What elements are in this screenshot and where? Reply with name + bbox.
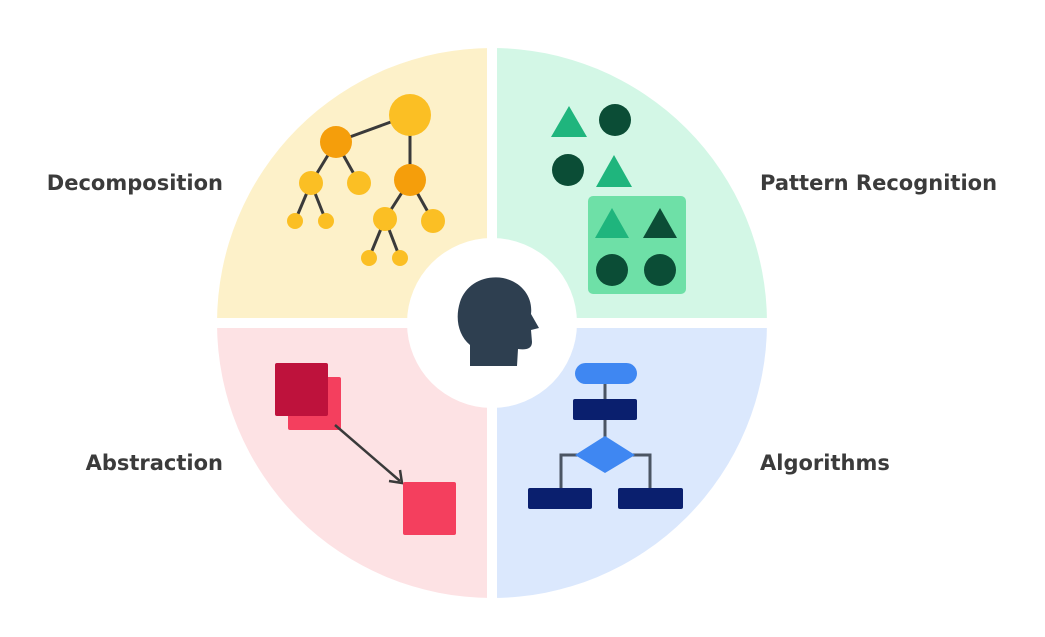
- tree-nodes: [287, 94, 445, 266]
- label-pattern-recognition: Pattern Recognition: [760, 171, 998, 195]
- label-decomposition: Decomposition: [46, 171, 223, 195]
- flowchart-icon: [528, 363, 683, 509]
- label-algorithms: Algorithms: [760, 451, 890, 475]
- head-silhouette-icon: [457, 277, 539, 366]
- quadrant-algorithms: [492, 323, 767, 598]
- shapes-pattern-icon: [551, 104, 686, 294]
- abstraction-icon: [275, 363, 456, 535]
- label-abstraction: Abstraction: [85, 451, 223, 475]
